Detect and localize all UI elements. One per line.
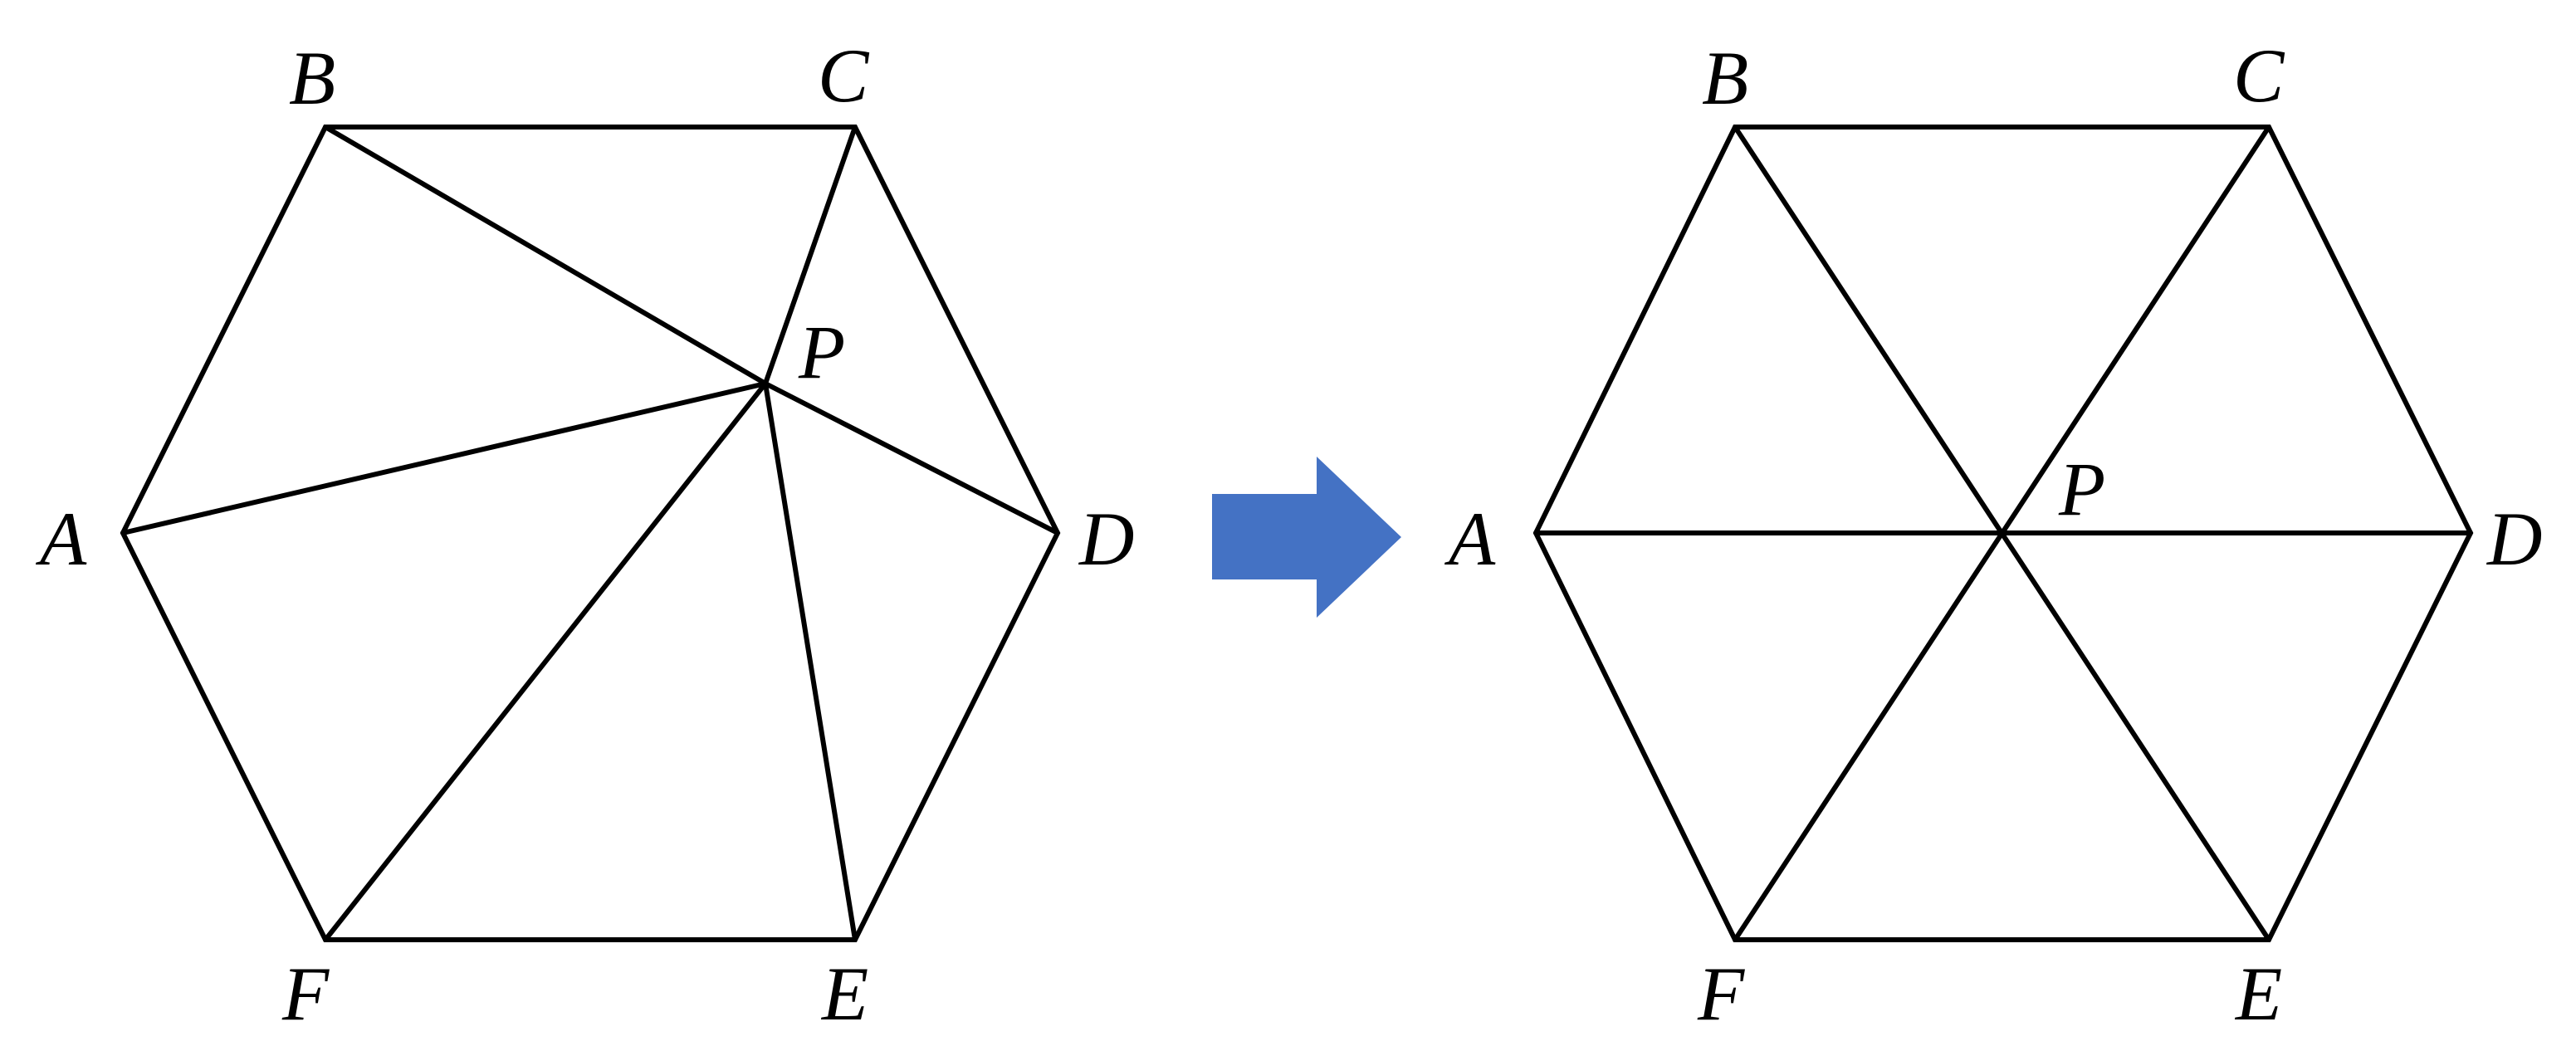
right-diagonal-cf (1733, 125, 2271, 942)
right-label-c: C (2233, 33, 2285, 118)
right-label-p: P (2058, 447, 2105, 531)
transform-arrow (1212, 457, 1401, 618)
left-label-e: E (820, 951, 868, 1036)
left-segment-pb (323, 125, 768, 386)
right-label-a: A (1444, 496, 1496, 581)
right-label-f: F (1697, 951, 1745, 1036)
right-label-d: D (2486, 496, 2542, 581)
left-label-a: A (35, 496, 87, 581)
left-hexagon (120, 125, 1061, 942)
left-label-b: B (289, 36, 335, 120)
left-segment-pf (323, 381, 768, 942)
right-label-b: B (1702, 36, 1748, 120)
left-segment-pc (763, 125, 858, 386)
left-label-d: D (1078, 496, 1134, 581)
left-diagram: A B C D E F P (35, 33, 1134, 1036)
right-label-e: E (2234, 951, 2282, 1036)
right-diagram: A B C D E F P (1444, 33, 2542, 1036)
right-arrow-icon (1212, 457, 1401, 618)
left-segment-pe (763, 381, 858, 942)
left-label-p: P (798, 310, 845, 394)
left-label-c: C (818, 33, 870, 118)
left-segment-pd (763, 381, 1060, 535)
left-segment-pa (120, 381, 768, 535)
left-label-f: F (281, 951, 330, 1036)
